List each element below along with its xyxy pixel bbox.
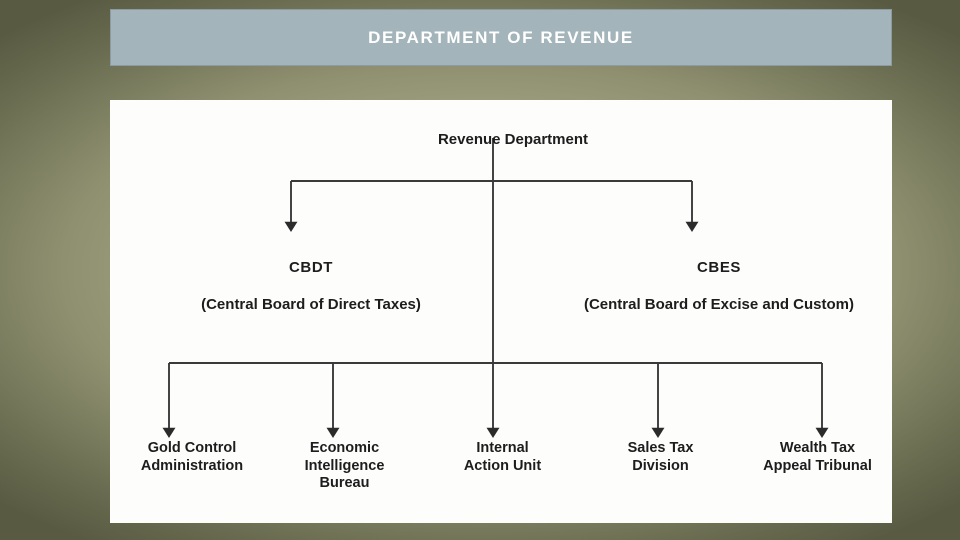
node-revenue-department-label: Revenue Department <box>437 131 589 148</box>
node-cbes-abbr: CBES <box>696 259 742 277</box>
node-cbes-full-name: (Central Board of Excise and Custom) <box>583 296 855 314</box>
node-wealth-tax-appeal-tribunal: Wealth Tax Appeal Tribunal <box>763 440 872 474</box>
node-cbes: CBES (Central Board of Excise and Custom… <box>544 240 892 334</box>
node-sales-tax-division: Sales Tax Division <box>627 440 694 474</box>
slide-title-bar: DEPARTMENT OF REVENUE <box>110 9 892 66</box>
org-chart-connectors <box>162 138 829 438</box>
node-cbdt-abbr: CBDT <box>288 259 334 277</box>
node-cbdt: CBDT (Central Board of Direct Taxes) <box>161 240 461 334</box>
node-cbdt-full-name: (Central Board of Direct Taxes) <box>201 296 421 314</box>
page-title: DEPARTMENT OF REVENUE <box>368 27 634 47</box>
org-chart-panel: Revenue Department CBDT (Central Board o… <box>110 100 892 523</box>
node-revenue-department: Revenue Department <box>393 113 633 149</box>
node-economic-intelligence-bureau: Economic Intelligence Bureau <box>304 440 385 492</box>
node-internal-action-unit: Internal Action Unit <box>463 440 542 474</box>
node-gold-control-administration: Gold Control Administration <box>140 440 244 474</box>
